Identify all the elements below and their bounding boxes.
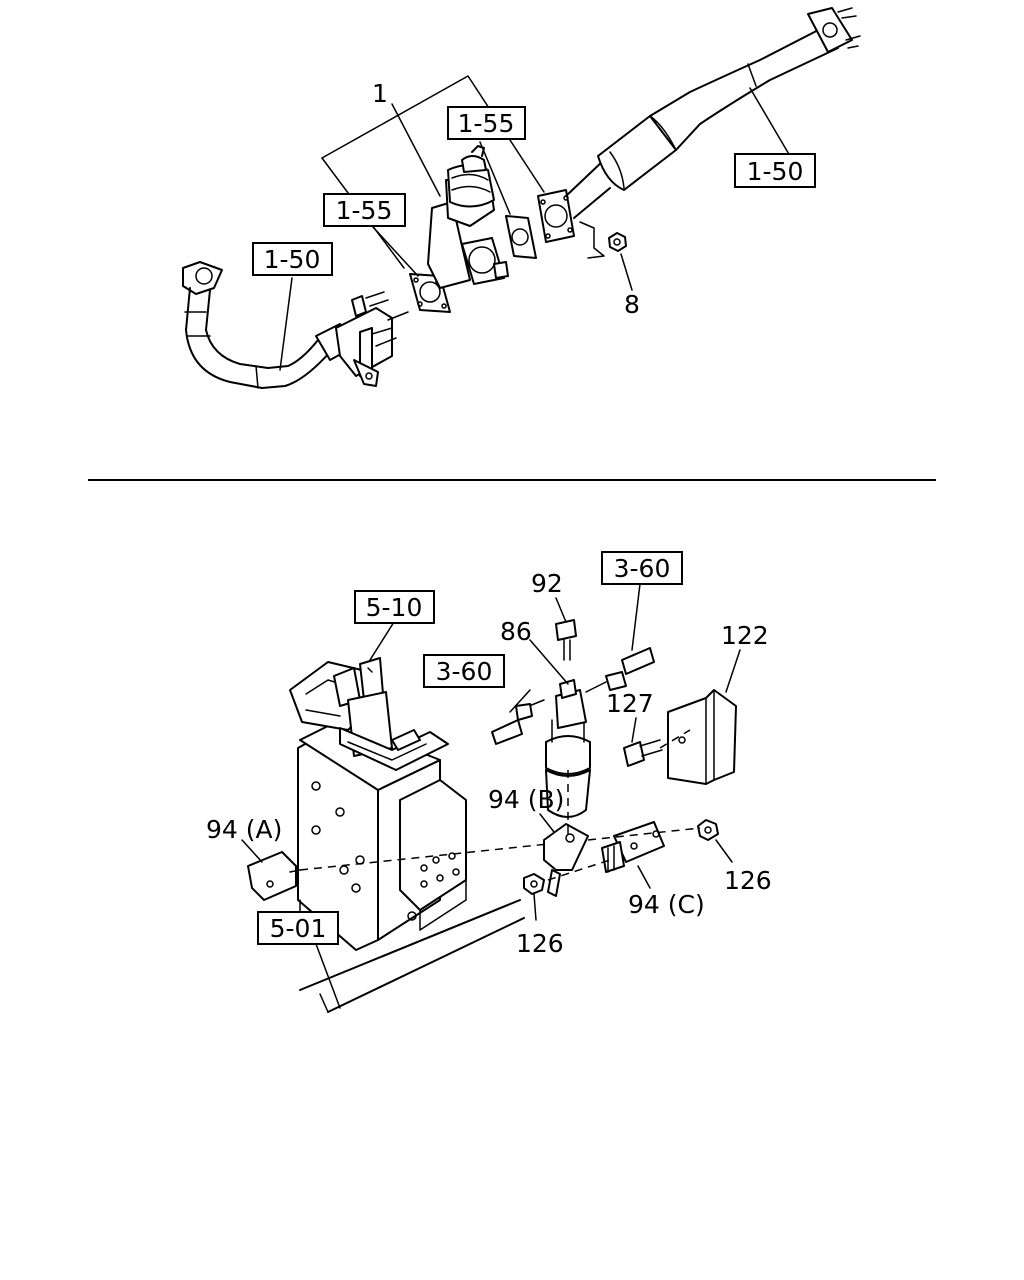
part-127-label: 127 (606, 689, 654, 718)
part-1-label: 1 (372, 79, 388, 108)
ref-5-10: 5-10 (366, 593, 423, 622)
ref-3-60-top-box (601, 551, 683, 585)
bracket-94a (247, 851, 301, 901)
frame-rail (299, 899, 525, 1013)
engine-mount (289, 657, 449, 771)
ref-1-55-top: 1-55 (458, 109, 515, 138)
part-94c-label: 94 (C) (628, 890, 705, 919)
part-126-right-label: 126 (724, 866, 772, 895)
upper-leaders (279, 75, 791, 371)
nut-8 (608, 232, 627, 252)
gasket-right (505, 215, 537, 259)
lower-leaders (241, 583, 741, 1009)
bolt-92 (555, 619, 577, 661)
ref-5-01-box (257, 911, 339, 945)
bracket-94b (543, 823, 589, 897)
exhaust-brake-assembly: 1 1-55 1-55 1-50 1-50 8 (182, 7, 861, 389)
part-86-label: 86 (500, 617, 532, 646)
front-exhaust-pipe (182, 261, 409, 389)
ref-3-60-top: 3-60 (614, 554, 671, 583)
part-94a-label: 94 (A) (206, 815, 282, 844)
ref-1-50-left: 1-50 (264, 245, 321, 274)
ref-1-50-right-box (734, 153, 816, 188)
frame-bracket (297, 719, 467, 951)
ref-1-55-left-box (323, 193, 406, 227)
exhaust-brake-valve (427, 145, 509, 289)
part-126-bottom-label: 126 (516, 929, 564, 958)
ref-5-01: 5-01 (270, 914, 327, 943)
ref-5-10-box (354, 590, 435, 624)
bolt-127 (623, 739, 663, 767)
part-122-label: 122 (721, 621, 769, 650)
ref-1-55-top-box (447, 106, 526, 140)
ref-3-60-left: 3-60 (436, 657, 493, 686)
bracket-94c (601, 821, 665, 873)
cover-122 (667, 689, 737, 785)
part-94b-label: 94 (B) (488, 785, 564, 814)
part-8-label: 8 (624, 290, 640, 319)
ref-1-50-right: 1-50 (747, 157, 804, 186)
ref-1-50-left-box (252, 242, 333, 276)
ref-3-60-left-box (423, 654, 505, 688)
valve-unit (491, 647, 655, 830)
rear-exhaust-pipe (537, 7, 861, 259)
assembly-dash-lines (299, 729, 701, 881)
part-92-label: 92 (531, 569, 563, 598)
nut-126-right (697, 819, 719, 841)
nut-126-bottom (523, 873, 545, 895)
valve-mounting-assembly: 5-10 3-60 3-60 5-01 92 86 122 127 94 (B)… (206, 551, 772, 1013)
ref-1-55-left: 1-55 (336, 196, 393, 225)
